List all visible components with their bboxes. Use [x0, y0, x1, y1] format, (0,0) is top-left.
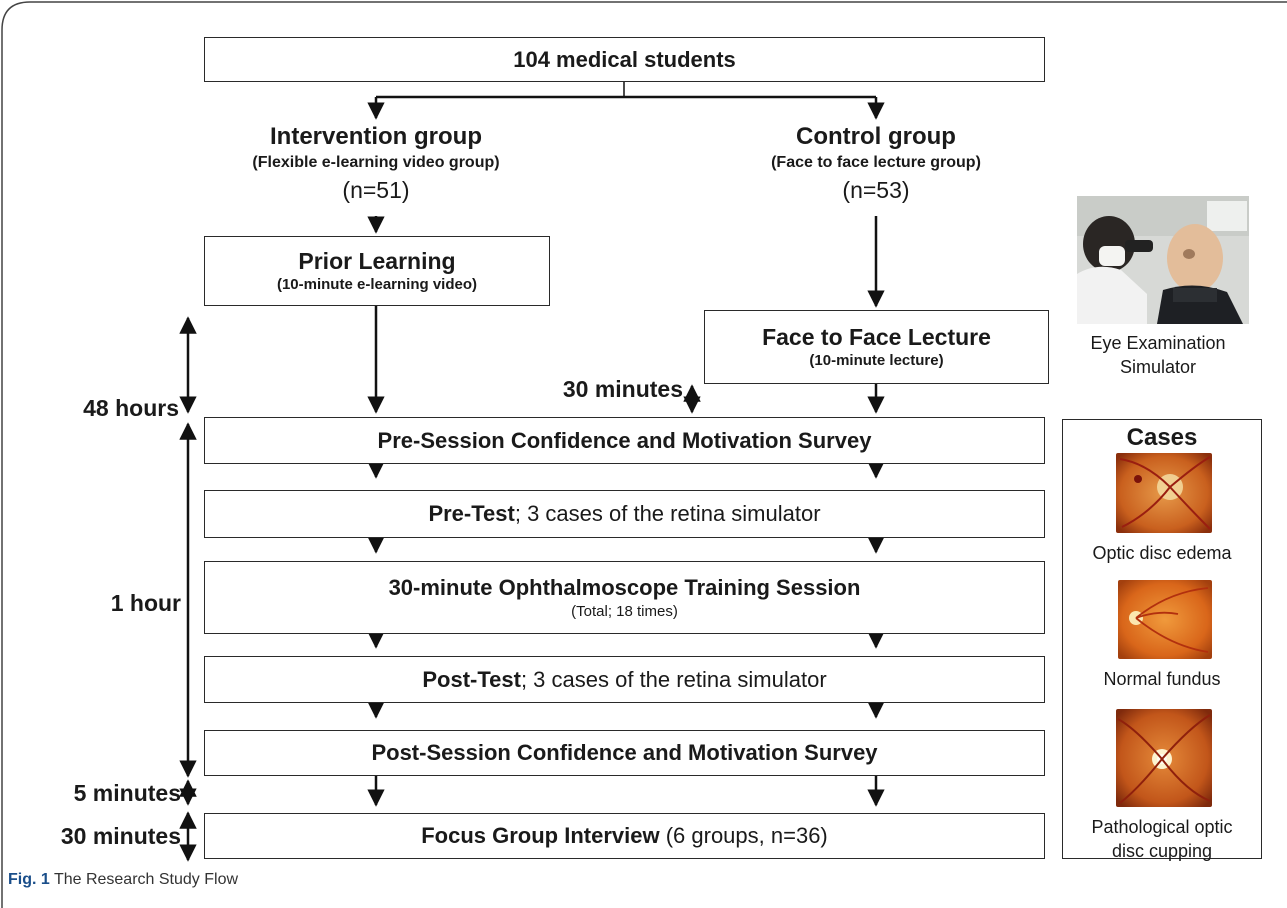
timing-5-minutes: 5 minutes: [73, 780, 181, 806]
case-label-normal-fundus: Normal fundus: [1103, 669, 1221, 689]
control-title: Control group: [796, 123, 956, 150]
focus-group-rest: (6 groups, n=36): [659, 823, 828, 848]
intervention-subtitle: (Flexible e-learning video group): [252, 154, 500, 171]
timing-1-hour: 1 hour: [110, 590, 181, 616]
cases-panel: [1062, 419, 1262, 859]
prior-learning-title: Prior Learning: [298, 248, 456, 274]
post-survey-box: Post-Session Confidence and Motivation S…: [204, 730, 1045, 776]
eye-examination-simulator-photo: [1077, 196, 1249, 324]
pre-test-bold: Pre-Test: [428, 501, 515, 526]
control-subtitle: (Face to face lecture group): [771, 154, 981, 171]
simulator-caption-line1: Eye Examination: [1090, 333, 1226, 353]
pre-test-rest: ; 3 cases of the retina simulator: [514, 501, 821, 526]
lecture-title: Face to Face Lecture: [762, 324, 991, 350]
optic-disc-edema-fundus-image: [1116, 453, 1212, 533]
focus-group-bold: Focus Group Interview: [421, 823, 660, 848]
total-students-label: 104 medical students: [513, 46, 736, 72]
post-survey-label: Post-Session Confidence and Motivation S…: [371, 740, 878, 765]
post-test-box: Post-Test; 3 cases of the retina simulat…: [204, 656, 1045, 703]
post-test-bold: Post-Test: [422, 666, 521, 692]
lecture-box: Face to Face Lecture (10-minute lecture): [704, 310, 1049, 384]
training-box: 30-minute Ophthalmoscope Training Sessio…: [204, 561, 1045, 634]
case-label-cupping-line1: Pathological optic: [1091, 817, 1233, 837]
pre-survey-label: Pre-Session Confidence and Motivation Su…: [377, 427, 872, 453]
pre-survey-box: Pre-Session Confidence and Motivation Su…: [204, 417, 1045, 464]
cases-title: Cases: [1126, 424, 1198, 451]
simulator-caption-line2: Simulator: [1119, 357, 1197, 377]
intervention-n: (n=51): [342, 177, 410, 203]
pre-test-box: Pre-Test; 3 cases of the retina simulato…: [204, 490, 1045, 538]
control-n: (n=53): [842, 177, 910, 203]
figure-caption: Fig. 1 The Research Study Flow: [8, 871, 238, 889]
training-subtitle: (Total; 18 times): [571, 602, 678, 620]
figure-caption-number: Fig. 1: [8, 871, 50, 888]
prior-learning-box: Prior Learning (10-minute e-learning vid…: [204, 236, 550, 306]
case-label-cupping-line2: disc cupping: [1111, 841, 1213, 861]
total-students-box: 104 medical students: [204, 37, 1045, 82]
control-group-header: Control group (Face to face lecture grou…: [771, 122, 981, 206]
intervention-title: Intervention group: [269, 123, 482, 150]
post-test-rest: ; 3 cases of the retina simulator: [520, 666, 827, 692]
pathological-optic-disc-cupping-fundus-image: [1116, 709, 1212, 807]
intervention-group-header: Intervention group (Flexible e-learning …: [252, 122, 499, 206]
timing-48-hours: 48 hours: [83, 395, 179, 421]
case-label-optic-disc-edema: Optic disc edema: [1092, 543, 1232, 563]
normal-fundus-image: [1118, 580, 1212, 659]
timing-30-minutes-lecture: 30 minutes: [562, 376, 683, 402]
lecture-subtitle: (10-minute lecture): [809, 352, 944, 369]
training-title: 30-minute Ophthalmoscope Training Sessio…: [388, 574, 861, 600]
timing-30-minutes-interview: 30 minutes: [60, 823, 181, 849]
figure-caption-text: The Research Study Flow: [49, 871, 239, 888]
prior-learning-subtitle: (10-minute e-learning video): [276, 276, 478, 293]
focus-group-box: Focus Group Interview (6 groups, n=36): [204, 813, 1045, 859]
